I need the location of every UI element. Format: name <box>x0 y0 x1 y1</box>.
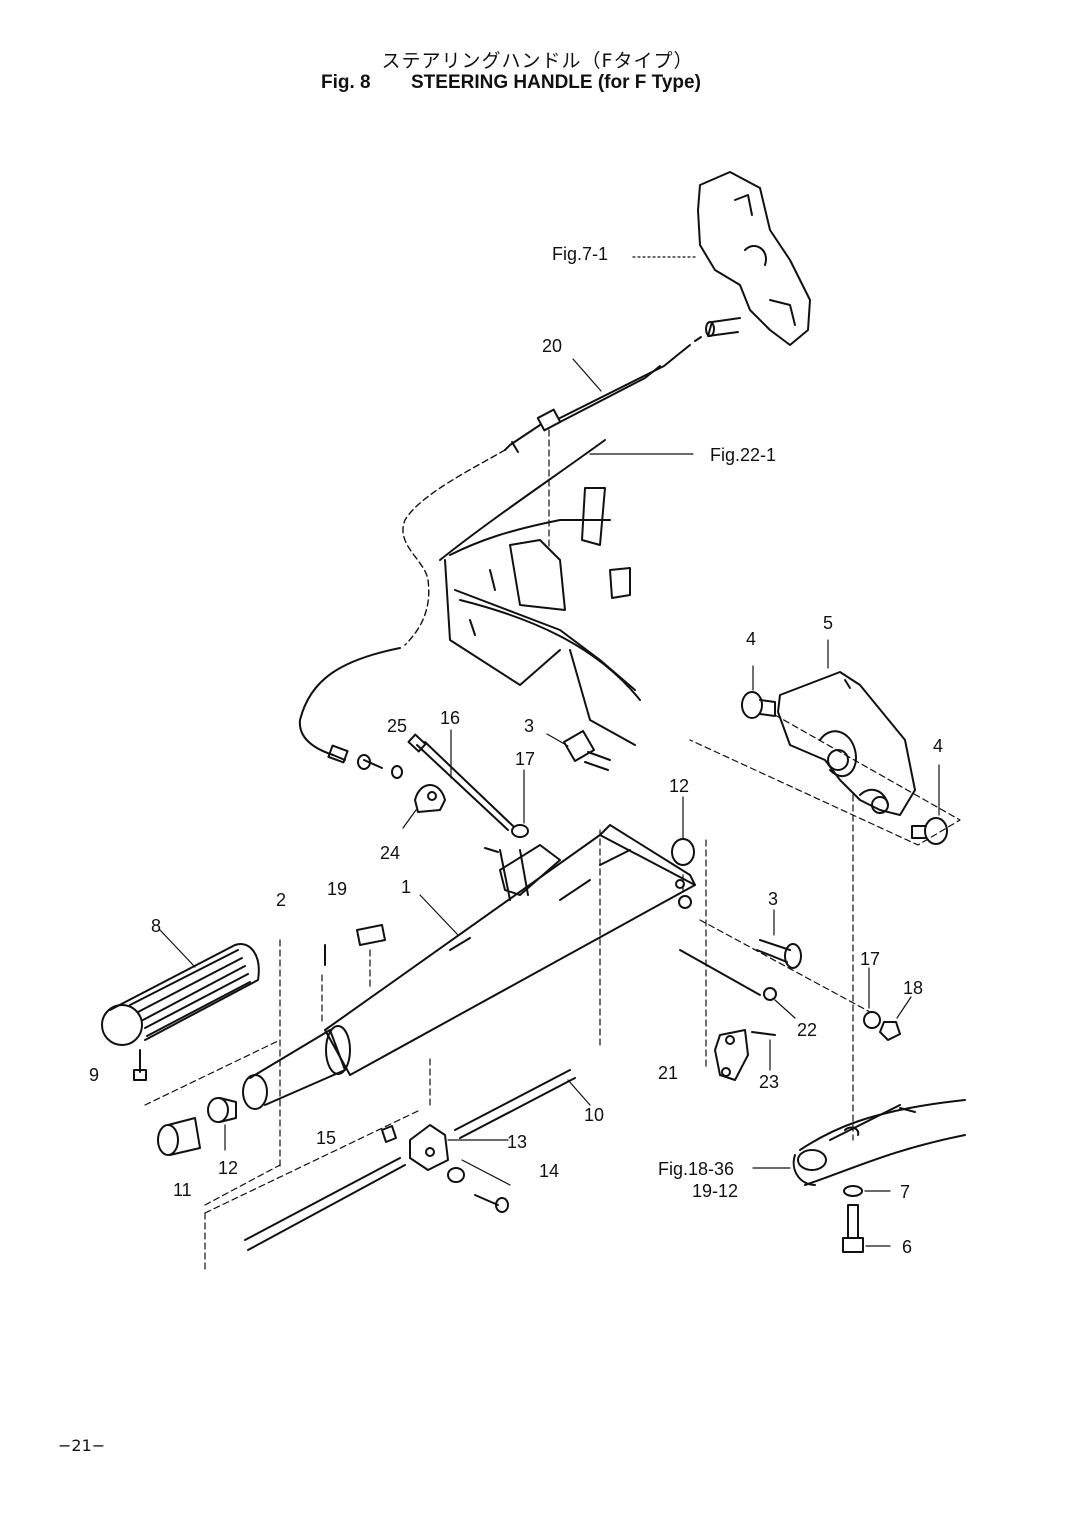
callout-12a: 12 <box>669 776 689 796</box>
bolt-6 <box>847 1204 859 1239</box>
clip-24 <box>414 784 446 813</box>
ref-fig19-12: 19-12 <box>692 1181 738 1201</box>
bolt-3-upper <box>562 729 611 771</box>
title-english: STEERING HANDLE (for F Type) <box>411 72 701 93</box>
title-english-line: Fig. 8 STEERING HANDLE (for F Type) <box>321 72 701 94</box>
callout-20: 20 <box>542 336 562 356</box>
lower-casing-fig22 <box>439 439 641 746</box>
callout-17a: 17 <box>515 749 535 769</box>
swivel-bracket-fig18 <box>792 1099 966 1186</box>
bracket-fig7-part <box>697 171 811 346</box>
title-japanese: ステアリングハンドル（Fタイプ） <box>381 50 694 72</box>
callout-4b: 4 <box>933 736 943 756</box>
ref-fig18-36: Fig.18-36 <box>658 1159 734 1179</box>
callout-18: 18 <box>903 978 923 998</box>
callout-4a: 4 <box>746 629 756 649</box>
callout-3b: 3 <box>768 889 778 909</box>
bolt-16 <box>407 733 514 831</box>
callout-3a: 3 <box>524 716 534 736</box>
callout-17b: 17 <box>860 949 880 969</box>
callout-19: 19 <box>327 879 347 899</box>
rod-10 <box>454 1069 571 1131</box>
pin-23 <box>751 1031 776 1036</box>
decal-19 <box>356 924 386 946</box>
steering-handle-arm <box>242 824 696 1110</box>
callout-24: 24 <box>380 843 400 863</box>
nut-18 <box>879 1021 901 1041</box>
callout-12b: 12 <box>218 1158 238 1178</box>
callout-7: 7 <box>900 1182 910 1202</box>
callout-25: 25 <box>387 716 407 736</box>
callout-23: 23 <box>759 1072 779 1092</box>
washer-14 <box>447 1167 465 1183</box>
throttle-cable-part <box>504 336 702 453</box>
ref-fig7-1: Fig.7-1 <box>552 244 608 264</box>
rod-lower <box>244 1157 401 1241</box>
block-13 <box>409 1124 449 1171</box>
callout-21: 21 <box>658 1063 678 1083</box>
callout-16: 16 <box>440 708 460 728</box>
callout-14: 14 <box>539 1161 559 1181</box>
callout-11: 11 <box>173 1180 192 1200</box>
ref-fig22-1: Fig.22-1 <box>710 445 776 465</box>
callout-8: 8 <box>151 916 161 936</box>
bushing-4-right <box>924 817 948 845</box>
bushing-4-left <box>741 691 763 719</box>
nut-15 <box>381 1125 397 1143</box>
callout-1: 1 <box>401 877 411 897</box>
callout-10: 10 <box>584 1105 604 1125</box>
washer-7 <box>843 1185 863 1197</box>
link-21 <box>714 1029 749 1081</box>
bolt-14 <box>474 1194 499 1206</box>
callout-6: 6 <box>902 1237 912 1257</box>
callout-13: 13 <box>507 1132 527 1152</box>
grip-8 <box>101 943 260 1046</box>
bushing-12-upper <box>671 838 695 866</box>
screw-25 <box>357 754 403 779</box>
fig-number: Fig. 8 <box>321 72 371 93</box>
cap-11 <box>157 1117 201 1156</box>
bolt-3-lower <box>756 939 802 969</box>
callout-2: 2 <box>276 890 286 910</box>
page-number: −21− <box>58 1436 106 1455</box>
washer-17-lower <box>863 1011 881 1029</box>
rod-22 <box>679 949 761 996</box>
callout-5: 5 <box>823 613 833 633</box>
callout-9: 9 <box>89 1065 99 1085</box>
bushing-12-lower <box>207 1097 237 1123</box>
handle-bracket-part <box>777 671 916 816</box>
callout-15: 15 <box>316 1128 336 1148</box>
callout-22: 22 <box>797 1020 817 1040</box>
